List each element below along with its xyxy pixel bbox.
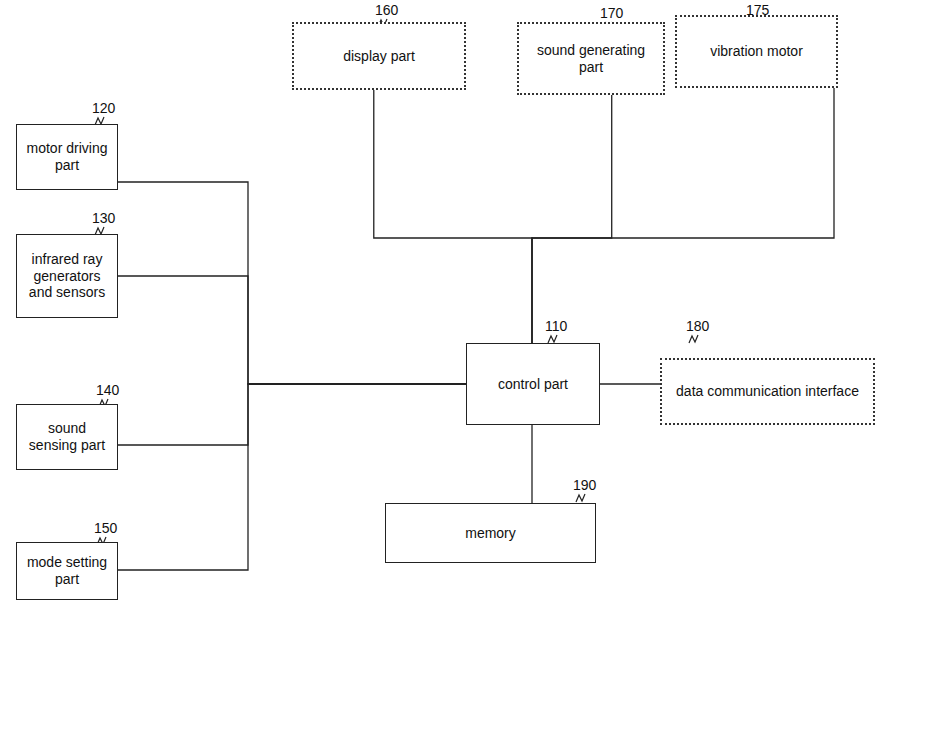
block-label: motor driving part [17,134,117,180]
signal-line [600,383,660,384]
block-label: sound generating part [519,36,663,82]
callout-number: 110 [545,318,567,334]
signal-line [532,95,612,343]
function-block: control part [466,343,600,425]
signal-line [531,425,532,503]
callout-number: 170 [600,5,623,21]
callout-number: 130 [92,210,115,226]
optional-block: vibration motor [675,15,838,88]
signal-line [532,88,834,343]
block-label: control part [492,370,574,399]
function-block: memory [385,503,596,563]
callout-number: 180 [686,318,709,334]
block-label: vibration motor [704,37,809,66]
block-label: sound sensing part [17,414,117,460]
signal-line [374,90,532,343]
callout-number: 150 [94,520,117,536]
block-label: data communication interface [670,377,865,406]
callout-number: 140 [96,382,119,398]
callout-number: 120 [92,100,115,116]
signal-line [118,182,466,384]
callout-mark [548,335,557,343]
callout-number: 160 [375,2,398,18]
function-block: infrared ray generators and sensors [16,234,118,318]
callout-number: 190 [573,477,596,493]
function-block: motor driving part [16,124,118,190]
function-block: sound sensing part [16,404,118,470]
block-label: mode setting part [17,548,117,594]
callout-number: 175 [746,2,769,18]
block-label: infrared ray generators and sensors [17,245,117,307]
optional-block: display part [292,22,466,90]
optional-block: sound generating part [517,22,665,95]
callout-mark [576,494,585,502]
function-block: mode setting part [16,542,118,600]
block-label: display part [337,42,421,71]
optional-block: data communication interface [660,358,875,425]
block-label: memory [459,519,522,548]
signal-line [118,384,466,445]
callout-mark [689,335,698,343]
signal-line [118,276,466,384]
